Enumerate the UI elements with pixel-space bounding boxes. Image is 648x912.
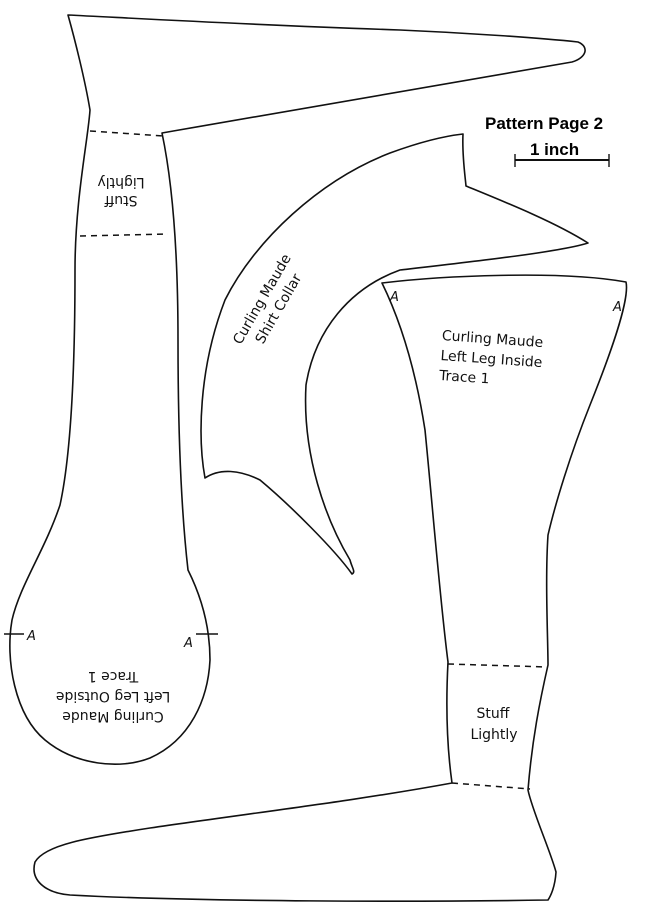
left-leg-outside-name-line3: Trace 1 [88, 668, 140, 684]
left-leg-inside-name-line2: Left Leg Inside [440, 348, 543, 371]
left-leg-outside-mark-right: A [183, 636, 193, 651]
left-leg-inside-stuff-label: Stuff Lightly [470, 706, 517, 743]
left-leg-inside-outline [33, 274, 628, 902]
scale-label: 1 inch [530, 140, 579, 159]
left-leg-outside-stuff-label: Stuff Lightly [97, 174, 144, 208]
left-leg-outside-name-label: Curling Maude Left Leg Outside Trace 1 [56, 668, 170, 724]
scale-bar: 1 inch [514, 140, 610, 167]
left-leg-outside-name-line1: Curling Maude [62, 708, 163, 724]
left-leg-outside-stuff-line-top [89, 130, 165, 137]
left-leg-inside-mark-right: A [612, 300, 622, 315]
left-leg-inside-name-line1: Curling Maude [441, 328, 543, 351]
left-leg-inside-name-line3: Trace 1 [438, 368, 490, 388]
left-leg-outside-stuff-line1: Stuff [104, 192, 137, 208]
left-leg-inside-stuff-line1: Stuff [477, 706, 510, 722]
left-leg-outside-mark-left: A [26, 629, 36, 644]
left-leg-outside-stuff-line2: Lightly [97, 174, 144, 190]
shirt-collar-label: Curling Maude Shirt Collar [230, 252, 305, 348]
piece-left-leg-inside: A A Curling Maude Left Leg Inside Trace … [33, 274, 628, 902]
left-leg-inside-stuff-line-top [447, 663, 549, 668]
left-leg-outside-stuff-line-bottom [79, 233, 169, 237]
piece-left-leg-outside: A A Stuff Lightly Curling Maude Left Leg… [4, 14, 586, 766]
left-leg-inside-stuff-line2: Lightly [470, 727, 517, 743]
left-leg-inside-mark-left: A [389, 290, 399, 305]
left-leg-outside-name-line2: Left Leg Outside [56, 688, 170, 704]
left-leg-inside-stuff-line-bottom [451, 782, 531, 790]
left-leg-inside-name-label: Curling Maude Left Leg Inside Trace 1 [438, 328, 544, 388]
shirt-collar-outline [200, 133, 589, 575]
page-title: Pattern Page 2 [485, 114, 603, 133]
left-leg-outside-outline [9, 14, 586, 766]
